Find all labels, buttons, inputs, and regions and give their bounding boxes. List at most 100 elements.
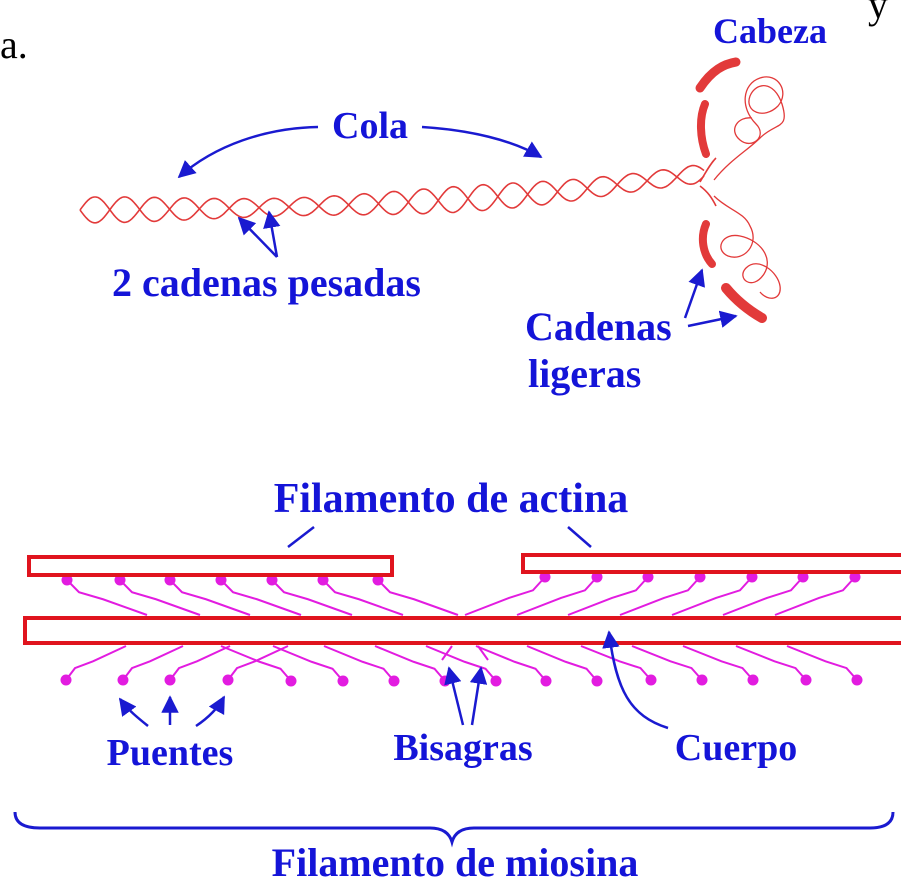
heavy-chain-strand [79,164,705,224]
cross-bridges [60,571,863,687]
cutoff-right-text: y [868,0,888,27]
heavy-chain-strand [79,168,705,224]
cross-bridge-head [222,674,234,686]
cross-bridge-arm [122,645,184,681]
cross-bridge-arm [619,576,701,616]
cross-bridge-head [645,674,657,686]
cutoff-left-text: a. [0,22,28,67]
cross-bridge-head [540,675,552,687]
cross-bridge-arm [227,645,289,681]
head-coil [713,76,785,181]
cross-bridge-head [337,675,349,687]
cross-bridge-arm [169,645,231,681]
actin-pointer-left [287,526,315,548]
head-coil [713,195,781,299]
cross-bridge-arm [516,576,598,616]
head-label: Cabeza [713,11,827,51]
neck-strand [699,157,717,183]
cross-bridge-head [164,674,176,686]
hinge-arrow [469,666,488,726]
light-chains-label-line1: Cadenas [525,304,672,349]
cross-bridge-arm [464,576,546,616]
cross-bridge-arm [682,645,754,681]
body-arrow [602,630,669,730]
cross-bridge-arm [272,645,344,682]
hinge-arrow [444,666,465,726]
cross-bridge-head [797,571,809,583]
cross-bridge-head [849,571,861,583]
cross-bridge-arm [774,576,856,616]
cross-bridge-arm [631,645,703,681]
cross-bridge-arm [119,579,201,616]
cross-bridge-head [117,674,129,686]
heavy-chain-helix [79,157,717,224]
cross-bridge-arm [169,579,251,616]
cross-bridge-head [388,675,400,687]
cross-bridge-head [215,574,227,586]
actin-filament-left [27,555,394,577]
cross-bridge-head [285,675,297,687]
cross-bridge-head [439,675,451,687]
cross-bridge-arm [580,645,652,681]
myosin-head-upper [695,57,785,181]
cross-bridge-head [317,574,329,586]
bridges-label: Puentes [107,732,234,774]
cross-bridge-head [539,571,551,583]
cross-bridge-arm [735,645,807,681]
light-chain-blob [695,57,741,93]
cross-bridge-head [60,674,72,686]
hinges-label: Bisagras [393,727,532,769]
cross-bridge-arm [425,645,497,682]
tail-arrow-right [421,125,543,159]
tail-arrow-left [177,125,319,179]
myosin-body [23,616,901,645]
bridge-arrow [118,697,149,727]
light-chain-arrow [687,310,738,328]
cross-bridge-head [266,574,278,586]
cross-bridge-arm [786,645,858,681]
cross-bridge-arm [671,576,753,616]
cross-bridge-arm [567,576,649,616]
myosin-head-lower [698,195,781,323]
cross-bridge-arm [220,645,292,682]
cross-bridge-arm [323,645,395,682]
cross-bridge-arm [271,579,353,616]
tail-label: Cola [332,105,408,147]
myosin-brace [13,811,895,848]
cross-bridge-arm [526,645,598,682]
cross-bridge-head [591,675,603,687]
light-chain-blob [721,283,767,323]
cross-bridge-arm [475,645,547,682]
actin-filament-right [521,553,901,574]
cross-bridge-head [372,574,384,586]
cross-bridge-head [696,674,708,686]
cross-bridge-head [642,571,654,583]
heavy-chain-arrow [237,216,278,258]
cross-bridge-arm [377,579,459,616]
neck-strand [699,185,717,207]
cross-bridge-head [694,571,706,583]
body-label: Cuerpo [675,727,797,769]
light-chain-blob [697,100,710,158]
cross-bridge-arm [722,576,804,616]
heavy-chain-arrow [263,210,281,258]
bridge-arrow [195,695,226,728]
myosin-filament-label: Filamento de miosina [272,840,639,884]
cross-bridge-head [114,574,126,586]
heavy-chains-label: 2 cadenas pesadas [112,260,421,305]
cross-bridge-head [591,571,603,583]
cross-bridge-head [800,674,812,686]
cross-bridge-arm [65,645,127,681]
cross-bridge-head [164,574,176,586]
cross-bridge-arm [374,645,446,682]
actin-label: Filamento de actina [274,476,629,522]
cross-bridge-head [61,574,73,586]
actin-pointer-right [567,526,592,548]
light-chains-label-line2: ligeras [528,351,641,396]
cross-bridge-head [490,675,502,687]
cross-bridge-head [851,674,863,686]
light-chain-arrow [683,268,705,319]
cross-bridge-head [747,674,759,686]
